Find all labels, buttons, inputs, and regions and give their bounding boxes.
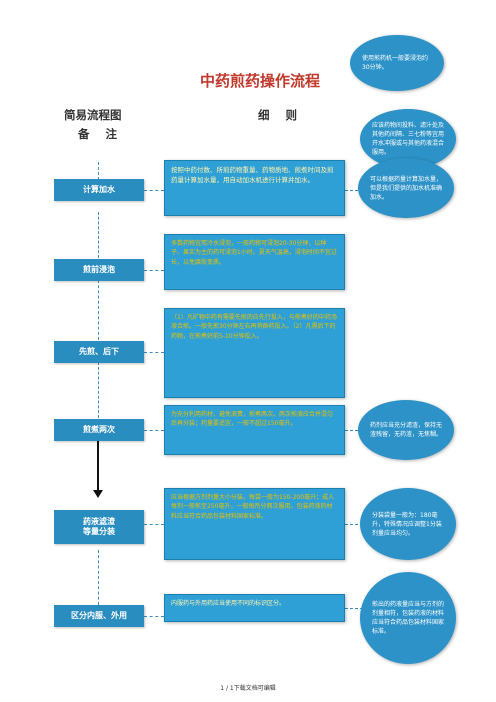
connector-line [98,362,99,418]
step-calculate-water: 计算加水 [54,179,144,201]
detail-filter-dispense: 应当根据方剂剂量大小分装，每袋一般为150-200毫升；成人每剂一般煎至250毫… [164,488,345,560]
connector-line [98,162,99,190]
connector-line [345,430,363,431]
note-water-calculation: 可以根据药量计算加水量，但是我们提供的加水机准确加水。 [358,158,454,218]
connector-line [98,212,99,258]
note-soak-time: 使用煎药机一般要浸泡约30分钟。 [350,35,444,91]
connector-line [345,524,363,525]
detail-pre-soak: 多数药物宜用冷水浸泡，一般药物可浸泡20-30分钟，以种子、果实为主的药可浸泡1… [164,234,345,290]
page-title: 中药煎药操作流程 [199,72,320,90]
connector-line [144,270,164,271]
step-filter-dispense: 药液滤渣 等量分装 [54,510,144,544]
step-decoct-first-add-later: 先煎、后下 [54,341,144,363]
detail-decoct-first-add-later: （1）凡矿物中药有需要先煎的应先行投入，与煎煮好的中药汤液合煎。一般先煎30分钟… [164,308,345,398]
detail-internal-external: 内服药与外用药应当使用不同的标识区分。 [164,594,345,622]
connector-line [144,524,164,525]
note-dispense-volume: 分装袋量一般为：180毫升，特殊情况应调整1分装剂量应当均匀。 [360,488,456,560]
column-header-remarks: 备 注 [78,127,124,141]
connector-line [144,616,164,617]
connector-line [345,190,363,191]
page-footer: 1 / 1下载文档可编辑 [220,685,276,692]
connector-line [98,550,99,610]
column-header-details: 细 则 [258,108,304,122]
note-special-ingredients: 应该药物间投料、滤汁处及其他药间隔、三七粉等宜用开水冲服或与其他药液混合服用。 [360,109,456,169]
step-pre-soak: 煎前浸泡 [54,259,144,281]
connector-line [144,190,164,191]
note-filter-residue: 药剂应当充分滤渣，保持无渣残留，无药渣，无焦糊。 [358,400,454,460]
connector-line [345,608,363,609]
note-packaging: 煎出的药液量应当与方剂的剂量相符，包装药液的材料应当符合药品包装材料国家标准。 [360,572,456,664]
column-header-flowchart: 简易流程图 [64,108,122,122]
detail-calculate-water: 按照中药付数、所煎药物重量、药物质地、煎煮时间及煎药量计算加水量，用自动加水机进… [164,160,345,216]
connector-line [144,430,164,431]
flow-arrow [97,440,99,494]
detail-decoct-twice: 为充分利用药材，避免浪费，煎煮两次。两次煎液应合并混匀后再分装；药量要适宜，一般… [164,405,345,455]
step-internal-external: 区分内服、外用 [54,605,144,627]
step-decoct-twice: 煎煮两次 [54,419,144,441]
flow-arrow-head [93,490,103,498]
connector-line [98,280,99,340]
connector-line [144,352,164,353]
